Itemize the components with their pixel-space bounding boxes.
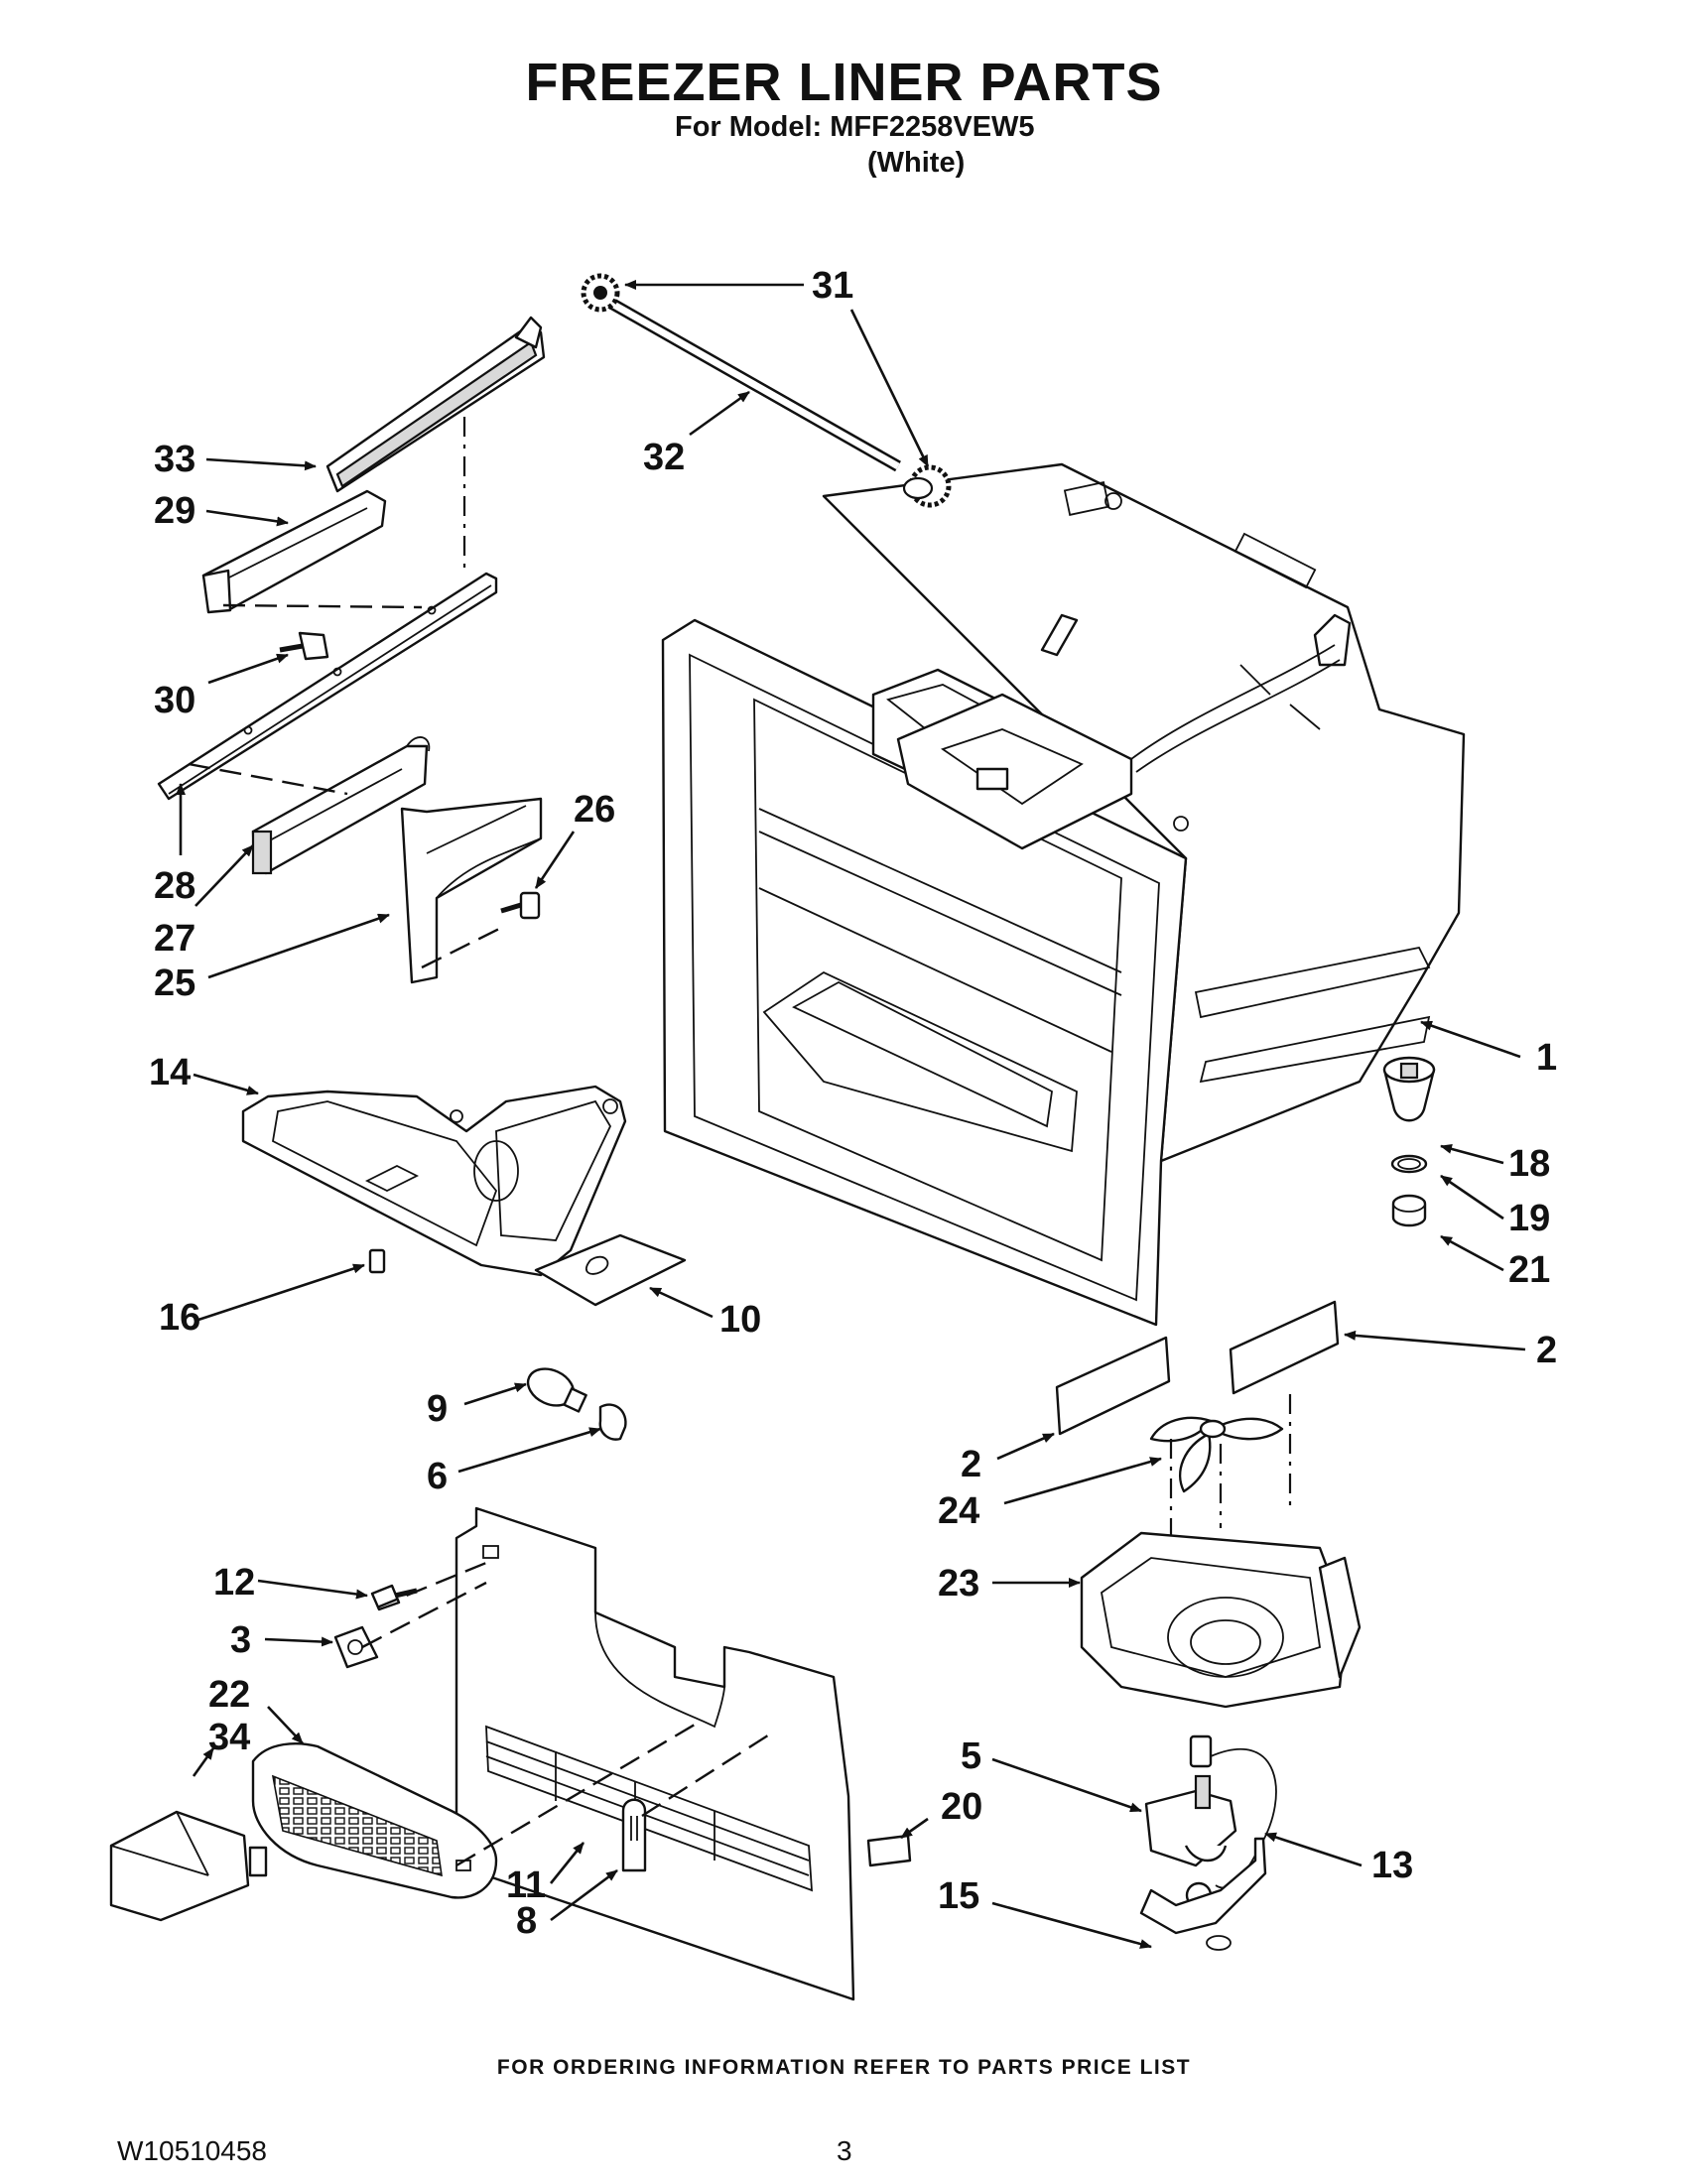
callout-29: 29: [154, 490, 195, 532]
callout-22: 22: [208, 1674, 250, 1716]
callout-15: 15: [938, 1875, 979, 1917]
callout-24: 24: [938, 1490, 979, 1532]
callout-3: 3: [230, 1619, 251, 1661]
callout-31: 31: [812, 265, 853, 307]
page-title: FREEZER LINER PARTS: [525, 53, 1163, 112]
callout-9: 9: [427, 1388, 448, 1430]
callout-2-top: 2: [1536, 1330, 1557, 1371]
lamp-and-socket-parts-6-9: [526, 1367, 627, 1441]
callout-12: 12: [213, 1562, 255, 1604]
callout-11: 11: [506, 1864, 546, 1906]
grille-part-22: [251, 1742, 498, 1899]
callout-8: 8: [516, 1900, 537, 1942]
callout-numbers: 31 32 33 29 30 26 28 27 25 14 1 18 19 21…: [149, 265, 1557, 1942]
callout-14: 14: [149, 1052, 191, 1093]
leader-lines: [176, 280, 1526, 1949]
callout-10: 10: [719, 1299, 761, 1341]
screw-part-30: [279, 631, 329, 661]
callout-32: 32: [643, 437, 685, 478]
callout-27: 27: [154, 918, 195, 960]
fan-shroud-part-23: [1080, 1531, 1362, 1709]
freezer-liner-part-1: [661, 462, 1466, 1327]
callout-20: 20: [941, 1786, 982, 1828]
callout-6: 6: [427, 1456, 448, 1497]
callout-34: 34: [208, 1717, 250, 1758]
callout-2-bottom: 2: [961, 1444, 981, 1485]
ordering-note: FOR ORDERING INFORMATION REFER TO PARTS …: [496, 2056, 1192, 2079]
callout-26: 26: [574, 789, 615, 831]
foam-strip-part-20: [866, 1834, 912, 1867]
page-number: 3: [837, 2135, 852, 2166]
foam-block-parts-2: [1055, 1300, 1340, 1436]
document-number: W10510458: [117, 2135, 268, 2166]
callout-13: 13: [1371, 1845, 1413, 1886]
vent-slots: [485, 1725, 813, 1892]
callout-25: 25: [154, 963, 195, 1004]
color-subtitle: (White): [867, 147, 966, 179]
callout-28: 28: [154, 865, 195, 907]
rail-assembly-parts-25-to-33: [157, 316, 546, 984]
callout-18: 18: [1508, 1143, 1550, 1185]
callout-16: 16: [159, 1297, 200, 1339]
switch-part-3: [333, 1625, 379, 1669]
fan-motor-assembly-parts-5-13-15: [1139, 1734, 1277, 1951]
callout-30: 30: [154, 680, 195, 721]
screw-part-12: [370, 1584, 418, 1611]
screw-part-26: [500, 891, 541, 920]
callout-5: 5: [961, 1735, 981, 1777]
callout-19: 19: [1508, 1198, 1550, 1239]
callout-21: 21: [1508, 1249, 1550, 1291]
drain-hardware-parts-18-19-21: [1382, 1056, 1436, 1227]
label-part-10: [534, 1233, 687, 1307]
callout-1: 1: [1536, 1037, 1557, 1079]
evaporator-cover-part-14: [241, 1085, 627, 1277]
fan-blade-part-24: [1149, 1394, 1292, 1607]
light-shield-part-8: [621, 1798, 647, 1872]
model-subtitle: For Model: MFF2258VEW5: [675, 111, 1035, 143]
callout-33: 33: [154, 439, 195, 480]
cover-part-34: [109, 1810, 268, 1922]
callout-23: 23: [938, 1563, 979, 1605]
clip-part-16: [368, 1248, 386, 1274]
gear-shaft-parts-31-32: [581, 273, 952, 508]
